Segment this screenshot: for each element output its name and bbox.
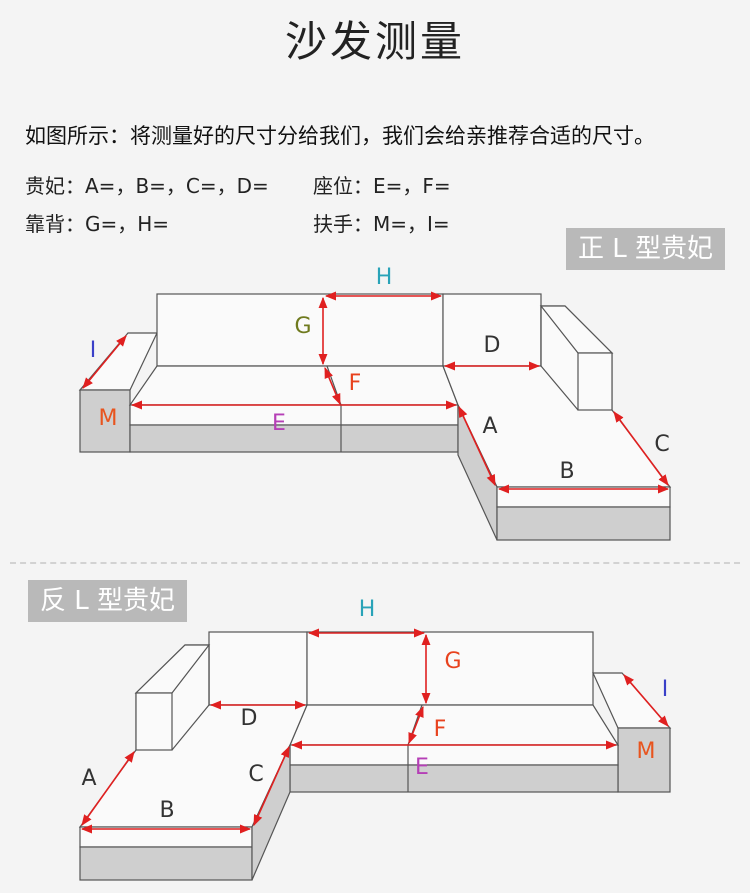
left-l-label: 正 L 型贵妃 bbox=[566, 228, 726, 270]
dim-A-label-2: A bbox=[81, 766, 96, 791]
dim-B-label: B bbox=[559, 459, 574, 484]
dim-H-label: H bbox=[376, 265, 393, 290]
param-guifei: 贵妃：A=，B=，C=，D= bbox=[25, 174, 269, 198]
dim-C-label-2: C bbox=[248, 762, 263, 787]
dim-C-label: C bbox=[654, 432, 669, 457]
dim-M-label: M bbox=[99, 406, 118, 431]
param-seat: 座位：E=，F= bbox=[313, 174, 451, 198]
dim-G-label-2: G bbox=[444, 649, 461, 674]
param-armrest: 扶手：M=，I= bbox=[313, 212, 450, 236]
dim-G-label: G bbox=[294, 314, 311, 339]
dim-M-label-2: M bbox=[637, 739, 656, 764]
dim-F-label: F bbox=[349, 371, 362, 396]
right-l-sofa-diagram: H G F E D I M A B C bbox=[78, 597, 672, 881]
dim-D-label: D bbox=[484, 333, 501, 358]
dim-I-label-2: I bbox=[662, 677, 669, 702]
intro-text: 如图所示：将测量好的尺寸分给我们，我们会给亲推荐合适的尺寸。 bbox=[25, 124, 655, 148]
dim-A-label: A bbox=[482, 414, 497, 439]
dim-B-label-2: B bbox=[159, 798, 174, 823]
dim-E-label-2: E bbox=[415, 755, 429, 780]
dim-E-label: E bbox=[272, 411, 286, 436]
param-back: 靠背：G=，H= bbox=[25, 212, 170, 236]
dim-D-label-2: D bbox=[241, 706, 258, 731]
section-divider bbox=[10, 562, 740, 564]
dim-F-label-2: F bbox=[434, 717, 447, 742]
left-l-sofa-diagram: H G F E D I M A B C bbox=[78, 265, 672, 541]
page-title: 沙发测量 bbox=[284, 17, 465, 66]
dim-H-label-2: H bbox=[359, 597, 376, 622]
right-l-label: 反 L 型贵妃 bbox=[28, 580, 188, 622]
dim-I-label: I bbox=[90, 338, 97, 363]
